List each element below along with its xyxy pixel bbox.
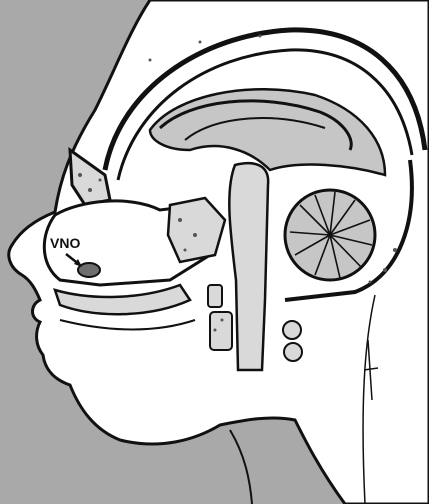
vertebra-1 [208, 285, 222, 307]
vertebra-3 [283, 321, 301, 339]
vertebra-4 [284, 343, 302, 361]
vno-label: VNO [50, 235, 80, 251]
vno-organ [78, 263, 100, 277]
vertebra-2 [210, 312, 232, 350]
